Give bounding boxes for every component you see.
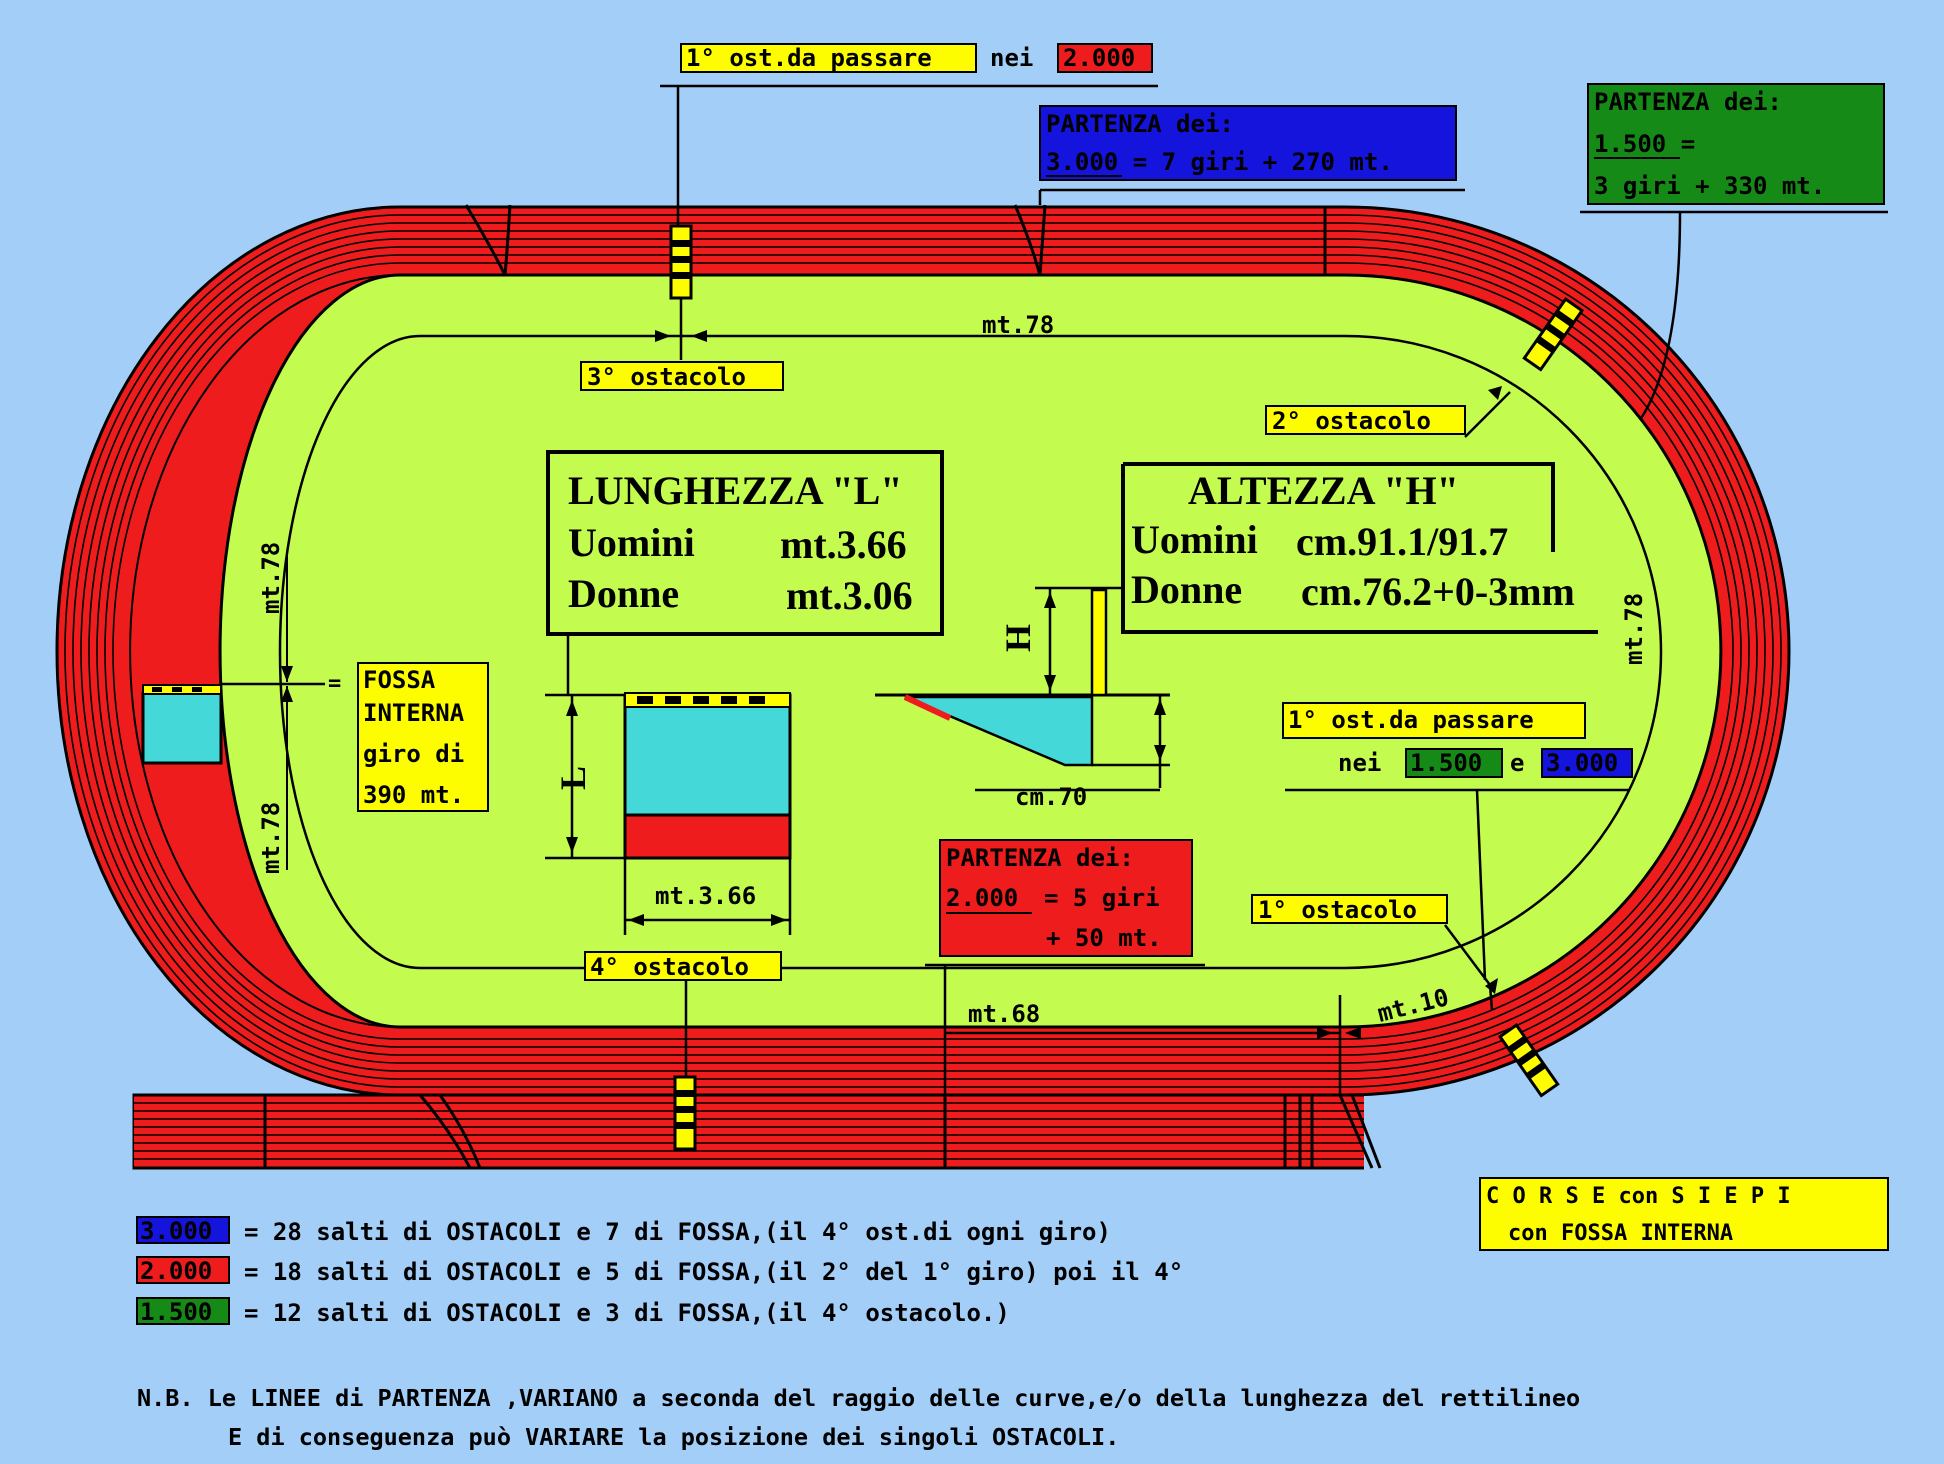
hurdle-4 — [673, 1075, 697, 1151]
legend-row-2000: 2.000 = 18 salti di OSTACOLI e 5 di FOSS… — [136, 1256, 1183, 1286]
legend: 3.000 = 28 salti di OSTACOLI e 7 di FOSS… — [136, 1216, 1183, 1327]
first-obstacle-2000-nei: nei — [990, 44, 1033, 72]
distance-bottom: mt.68 — [968, 1000, 1040, 1028]
legend-tag-2000: 2.000 — [140, 1257, 212, 1285]
title-line-2: con FOSSA INTERNA — [1508, 1221, 1733, 1246]
fourth-obstacle-text: 4° ostacolo — [590, 953, 749, 981]
pit-side-view — [875, 586, 1170, 792]
length-men-label: Uomini — [568, 520, 695, 565]
note-line-2: E di conseguenza può VARIARE la posizion… — [228, 1423, 1119, 1451]
legend-row-1500: 1.500 = 12 salti di OSTACOLI e 3 di FOSS… — [136, 1297, 1010, 1327]
first-obstacle-text: 1° ostacolo — [1258, 896, 1417, 924]
height-men-label: Uomini — [1131, 517, 1258, 562]
length-women-value: mt.3.06 — [786, 573, 913, 618]
fourth-obstacle-label: 4° ostacolo — [584, 951, 782, 981]
length-spec-box: LUNGHEZZA "L" Uomini mt.3.66 Donne mt.3.… — [546, 450, 944, 636]
pit-equals: = — [328, 671, 341, 696]
first-obstacle-1500-e: e — [1510, 749, 1524, 777]
start-1500-line2: 3 giri + 330 mt. — [1594, 172, 1825, 200]
hurdle-3 — [669, 224, 693, 300]
first-obstacle-2000-value: 2.000 — [1063, 44, 1135, 72]
height-women-value: cm.76.2+0-3mm — [1301, 569, 1575, 614]
start-2000-line1-rest: = 5 giri — [1044, 884, 1160, 912]
H-letter: H — [998, 624, 1038, 652]
note-line-1: N.B. Le LINEE di PARTENZA ,VARIANO a sec… — [137, 1384, 1580, 1412]
height-men-value: cm.91.1/91.7 — [1296, 519, 1508, 564]
start-lines — [263, 204, 1382, 1169]
start-3000-callout: PARTENZA dei: 3.000 = 7 giri + 270 mt. — [1039, 105, 1457, 181]
height-title: ALTEZZA "H" — [1188, 468, 1459, 513]
distance-left-lower: mt.78 — [257, 802, 285, 874]
pit-plan-view — [545, 635, 792, 935]
pit-line-1: FOSSA — [363, 666, 436, 694]
pit-line-2: INTERNA — [363, 699, 465, 727]
second-obstacle-label: 2° ostacolo — [1265, 405, 1466, 435]
first-obstacle-3000-value: 3.000 — [1546, 749, 1618, 777]
water-pit-on-track — [141, 684, 223, 765]
first-obstacle-2000-prefix: 1° ost.da passare — [686, 44, 932, 72]
L-letter: L — [553, 766, 593, 790]
legend-text-3000: = 28 salti di OSTACOLI e 7 di FOSSA,(il … — [244, 1218, 1111, 1246]
start-2000-callout: PARTENZA dei: 2.000 = 5 giri + 50 mt. — [939, 839, 1193, 957]
pit-width-label: mt.3.66 — [655, 882, 756, 910]
start-3000-value: 3.000 = 7 giri + 270 mt. — [1046, 148, 1393, 176]
hurdle-1 — [1497, 1023, 1560, 1098]
third-obstacle-text: 3° ostacolo — [587, 363, 746, 391]
third-obstacle-label: 3° ostacolo — [580, 361, 784, 391]
second-obstacle-text: 2° ostacolo — [1272, 407, 1431, 435]
pit-info-callout: FOSSA INTERNA giro di 390 mt. — [357, 662, 489, 812]
start-1500-line1: 1.500 = — [1594, 130, 1695, 158]
title-box: C O R S E con S I E P I con FOSSA INTERN… — [1479, 1177, 1889, 1251]
start-2000-line2: + 50 mt. — [1046, 924, 1162, 952]
legend-text-2000: = 18 salti di OSTACOLI e 5 di FOSSA,(il … — [244, 1258, 1183, 1286]
start-2000-line1-value: 2.000 — [946, 884, 1018, 912]
pit-line-4: 390 mt. — [363, 781, 464, 809]
title-line-1: C O R S E con S I E P I — [1486, 1184, 1791, 1209]
leader-lines — [221, 84, 1888, 1095]
height-women-label: Donne — [1131, 567, 1242, 612]
distance-top: mt.78 — [982, 311, 1054, 339]
length-men-value: mt.3.66 — [780, 522, 907, 567]
lane-lines — [64, 214, 1782, 1160]
start-2000-title: PARTENZA dei: — [946, 844, 1134, 872]
length-women-label: Donne — [568, 571, 679, 616]
distance-right: mt.78 — [1620, 593, 1648, 665]
pit-depth-label: cm.70 — [1015, 783, 1087, 811]
start-1500-title: PARTENZA dei: — [1594, 88, 1782, 116]
first-obstacle-1500-value: 1.500 — [1410, 749, 1482, 777]
hurdle-2 — [1522, 297, 1585, 372]
distance-left-upper: mt.78 — [257, 542, 285, 614]
first-obstacle-2000-callout: 1° ost.da passare nei 2.000 — [680, 43, 1153, 73]
legend-tag-1500: 1.500 — [140, 1298, 212, 1326]
first-obstacle-1500-prefix: 1° ost.da passare — [1288, 706, 1534, 734]
track — [55, 204, 1791, 1170]
first-obstacle-1500-3000-callout: 1° ost.da passare nei 1.500 e 3.000 — [1282, 702, 1633, 778]
start-3000-title: PARTENZA dei: — [1046, 110, 1234, 138]
legend-tag-3000: 3.000 — [140, 1217, 212, 1245]
length-title: LUNGHEZZA "L" — [568, 468, 903, 513]
pit-line-3: giro di — [363, 740, 464, 768]
first-obstacle-label: 1° ostacolo — [1251, 894, 1448, 924]
first-obstacle-1500-nei: nei — [1338, 749, 1381, 777]
steeple-inner-line — [278, 334, 1663, 970]
legend-row-3000: 3.000 = 28 salti di OSTACOLI e 7 di FOSS… — [136, 1216, 1111, 1246]
height-spec-box: ALTEZZA "H" Uomini cm.91.1/91.7 Donne cm… — [1121, 462, 1598, 634]
legend-text-1500: = 12 salti di OSTACOLI e 3 di FOSSA,(il … — [244, 1299, 1010, 1327]
start-1500-callout: PARTENZA dei: 1.500 = 3 giri + 330 mt. — [1587, 83, 1885, 205]
